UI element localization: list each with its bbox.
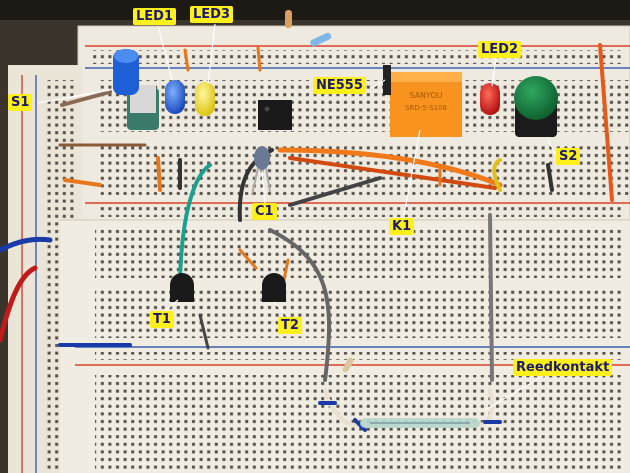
label-led1: LED1 <box>133 8 177 25</box>
label-led2: LED2 <box>478 41 522 58</box>
label-led3: LED3 <box>190 6 234 23</box>
led1-blue <box>165 80 185 114</box>
label-c1: C1 <box>252 203 277 220</box>
ne555-chip <box>258 100 292 130</box>
label-t1: T1 <box>150 311 174 328</box>
breadboard-lower <box>60 219 630 473</box>
transistor-t2 <box>262 273 286 302</box>
label-reedkontakt: Reedkontakt <box>513 359 613 376</box>
reed-contact <box>360 418 480 428</box>
capacitor-c1 <box>251 146 271 196</box>
label-k1: K1 <box>389 218 415 235</box>
label-s2: S2 <box>556 148 581 165</box>
relay-model: SRD-5-S108 <box>405 104 447 112</box>
s2-pushbutton <box>514 76 558 137</box>
transistor-t1 <box>170 273 194 302</box>
wires <box>0 43 614 432</box>
led3-yellow <box>195 82 215 116</box>
label-t2: T2 <box>278 317 302 334</box>
label-s1: S1 <box>8 94 33 111</box>
label-ne555: NE555 <box>313 77 366 94</box>
annotation-lines <box>37 23 557 411</box>
resistors <box>285 10 354 373</box>
relay-brand: SANYOU <box>409 91 442 100</box>
s1-pushbutton <box>113 49 159 130</box>
relay-k1: SANYOU SRD-5-S108 <box>383 65 462 137</box>
led2-red <box>480 83 500 115</box>
